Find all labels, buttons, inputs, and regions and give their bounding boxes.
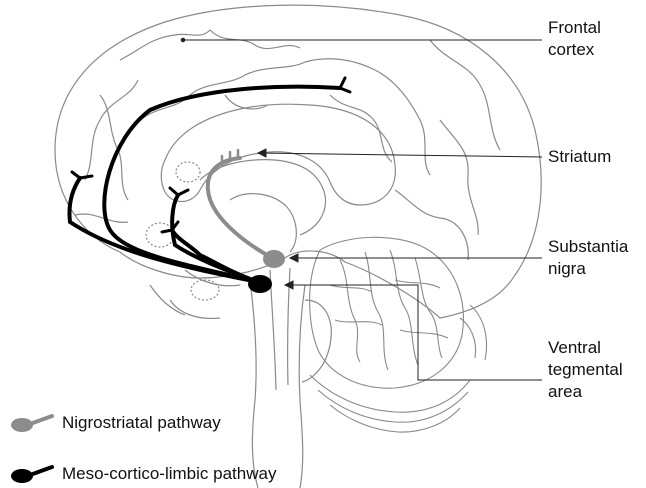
- vta-label-line-1: Ventral: [548, 337, 623, 359]
- frontal-cortex-label: Frontal cortex: [548, 17, 601, 61]
- legend-mesocorticolimbic-label: Meso-cortico-limbic pathway: [62, 463, 276, 485]
- legend-marker-nigrostriatal: [11, 416, 52, 432]
- substantia-nigra-label-line-2: nigra: [548, 258, 628, 280]
- substantia-nigra-label: Substantia nigra: [548, 236, 628, 280]
- frontal-cortex-leader-dot: [181, 38, 185, 42]
- frontal-cortex-label-line-1: Frontal: [548, 17, 601, 39]
- vta-label-line-2: tegmental: [548, 359, 623, 381]
- ventral-tegmental-area-body: [248, 275, 272, 293]
- legend-nigrostriatal-label: Nigrostriatal pathway: [62, 412, 221, 434]
- ventral-tegmental-area-label: Ventral tegmental area: [548, 337, 623, 403]
- frontal-cortex-label-line-2: cortex: [548, 39, 601, 61]
- striatum-label: Striatum: [548, 146, 611, 168]
- nigrostriatal-pathway: [208, 150, 272, 258]
- legend-markers: [11, 416, 52, 483]
- cerebellum: [310, 237, 487, 432]
- substantia-nigra-leader-arrow: [290, 254, 298, 262]
- legend-marker-mesocorticolimbic: [11, 467, 52, 483]
- substantia-nigra-label-line-1: Substantia: [548, 236, 628, 258]
- striatum-leader-arrow: [258, 149, 266, 157]
- vta-label-line-3: area: [548, 381, 623, 403]
- substantia-nigra-body: [263, 250, 285, 268]
